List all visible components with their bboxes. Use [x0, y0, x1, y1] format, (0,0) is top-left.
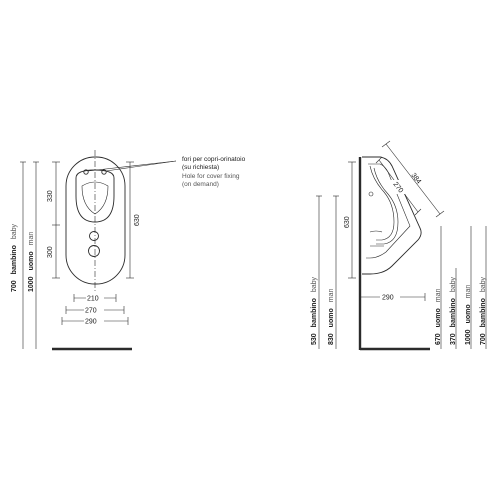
tick — [375, 156, 383, 164]
side-baby-low-label: 370 bambino baby — [442, 276, 459, 345]
note-line-3: Hole for cover fixing — [182, 173, 240, 180]
dim-630-label: 630 — [134, 214, 141, 226]
dim-330-label: 330 — [47, 190, 54, 202]
front-baby-value: 700 — [11, 280, 18, 292]
side-man-word: uomo — [328, 308, 335, 327]
dim-300-label: 300 — [47, 246, 54, 258]
side-dim-630-label: 630 — [344, 216, 351, 228]
side-inner-lines — [369, 230, 384, 247]
svg-text:370 bambino ba: 370 bambino baby — [442, 276, 459, 345]
side-man-high-eng: man — [465, 285, 472, 299]
tick — [435, 210, 445, 218]
label-mask — [84, 316, 104, 325]
svg-text:384: 384 — [409, 172, 422, 186]
cover-hole-left — [83, 169, 89, 175]
front-baby-eng: baby — [11, 223, 18, 239]
side-cover-outline — [369, 165, 395, 241]
front-bowl-inner-shadow — [81, 181, 109, 215]
svg-text:300: 300 — [47, 246, 54, 258]
front-man-value: 1000 — [28, 276, 35, 292]
front-view: fori per copri-orinatoio (su richiesta) … — [3, 150, 246, 351]
note-leader-1 — [105, 160, 177, 172]
side-baby-word: bambino — [311, 298, 318, 327]
front-baby-word: bambino — [11, 245, 18, 274]
svg-text:330: 330 — [47, 190, 54, 202]
side-baby-high-eng: baby — [480, 276, 487, 292]
side-baby-high-label: 700 bambino baby — [472, 276, 489, 345]
label-mask — [84, 305, 104, 314]
note-line-4: (on demand) — [182, 181, 219, 188]
side-cover-outline-2 — [373, 167, 399, 245]
side-baby-eng: baby — [311, 276, 318, 292]
note-line-2: (su richiesta) — [182, 164, 219, 171]
side-man-low-value: 670 — [435, 333, 442, 345]
svg-text:530 bambino ba: 530 bambino baby — [303, 276, 320, 345]
note-leader-2 — [87, 160, 177, 172]
front-urinal-bowl — [75, 169, 115, 223]
dim-384-label: 384 — [409, 172, 422, 186]
front-man-eng: man — [28, 232, 35, 246]
cover-hole-right — [101, 169, 107, 175]
tick — [381, 140, 391, 148]
svg-text:630: 630 — [134, 214, 141, 226]
front-man-word: uomo — [28, 251, 35, 270]
front-baby-height-label: 700 bambino baby — [3, 223, 20, 292]
svg-text:700 bambino ba: 700 bambino baby — [3, 223, 20, 292]
flush-button-icon — [89, 231, 99, 241]
side-man-high-label: 1000 uomo man — [457, 285, 474, 345]
side-baby-height-label: 530 bambino baby — [303, 276, 320, 345]
side-man-eng: man — [328, 289, 335, 303]
side-man-low-word: uomo — [435, 308, 442, 327]
label-mask — [391, 180, 405, 194]
note-line-1: fori per copri-orinatoio — [182, 156, 246, 163]
dim-270-label: 270 — [85, 308, 97, 315]
svg-text:830 uomo man: 830 uomo man — [320, 289, 337, 345]
side-man-value: 830 — [328, 333, 335, 345]
svg-text:1000 uomo man: 1000 uomo man — [20, 232, 37, 292]
side-baby-high-value: 700 — [480, 333, 487, 345]
dim-depth-290-label: 290 — [382, 295, 394, 302]
side-baby-low-eng: baby — [450, 276, 457, 292]
side-hole-icon — [368, 191, 374, 197]
dim-210-label: 210 — [87, 296, 99, 303]
dim-290-label: 290 — [85, 319, 97, 326]
front-urinal-body — [65, 156, 126, 285]
side-man-low-eng: man — [435, 289, 442, 303]
side-man-high-word: uomo — [465, 304, 472, 323]
side-baby-low-value: 370 — [450, 333, 457, 345]
dim-384-line — [385, 143, 441, 215]
side-man-height-label: 830 uomo man — [320, 289, 337, 345]
side-man-high-value: 1000 — [465, 329, 472, 345]
svg-text:700 bambino ba: 700 bambino baby — [472, 276, 489, 345]
side-man-low-label: 670 uomo man — [427, 289, 444, 345]
svg-text:670 uomo man: 670 uomo man — [427, 289, 444, 345]
side-baby-value: 530 — [311, 333, 318, 345]
svg-text:630: 630 — [344, 216, 351, 228]
svg-text:1000 uomo man: 1000 uomo man — [457, 285, 474, 345]
label-mask — [380, 292, 400, 301]
label-mask — [86, 293, 104, 302]
tick — [414, 208, 422, 216]
side-baby-low-word: bambino — [450, 298, 457, 327]
side-urinal-inner — [366, 163, 411, 259]
side-urinal-profile — [362, 156, 422, 275]
side-baby-high-word: bambino — [480, 298, 487, 327]
front-man-height-label: 1000 uomo man — [20, 232, 37, 292]
drain-outlet-icon — [88, 245, 100, 257]
side-view: 384 270 630 290 530 bambino — [303, 140, 489, 351]
